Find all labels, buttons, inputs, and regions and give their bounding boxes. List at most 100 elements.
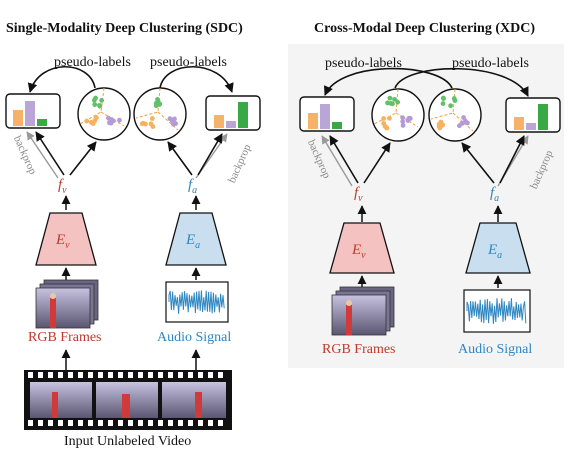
cluster-dot [400,123,406,128]
sdc-backprop-arrow-left [26,131,59,179]
sdc-fa-to-cluster [167,141,193,176]
film-hole [158,420,163,426]
xdc-encoder-visual [329,222,395,274]
xdc-bar-box-left [299,96,355,132]
film-hole [48,420,53,426]
cluster-dot [400,115,406,121]
cluster-dot [452,98,458,103]
film-hole [128,372,133,378]
film-hole [198,420,203,426]
cluster-dot [149,116,155,121]
cluster-dot [400,119,406,124]
sdc-cluster-circle-left [77,87,131,141]
cluster-dot [107,120,112,126]
film-hole [138,420,143,426]
film-hole [148,420,153,426]
film-hole [138,372,143,378]
film-hole [68,420,73,426]
cluster-dot [381,116,387,121]
sdc-feature-fa: fa [188,177,198,196]
sdc-encoder-audio-label: Ea [186,232,201,251]
film-hole [178,372,183,378]
sdc-pseudo-label-left: pseudo-labels [54,55,131,70]
film-hole [98,420,103,426]
film-hole [148,372,153,378]
cluster-dot [387,115,392,121]
cluster-dot [448,103,454,109]
cluster-dot [171,121,176,127]
cluster-dot [405,118,411,123]
film-hole [168,372,173,378]
film-hole [158,372,163,378]
xdc-audio-waveform [466,298,527,324]
film-hole [218,420,223,426]
xdc-bar-box-right [505,97,561,133]
cluster-dot [387,95,393,101]
cluster-dot [97,103,102,108]
cluster-dot [92,102,98,107]
cluster-dot [392,96,397,102]
sdc-fa-to-bars [197,133,223,176]
cluster-dot [140,120,146,126]
cluster-dot [155,97,160,102]
xdc-pseudo-label-left: pseudo-labels [325,56,402,71]
sdc-feature-fv: fv [58,177,67,196]
sdc-input-video-filmstrip [24,370,232,430]
film-hole [128,420,133,426]
sdc-pseudo-arc-left [27,66,96,93]
sdc-bar-box-right [205,95,261,131]
sdc-rgb-frames-image [35,279,99,329]
film-hole [98,372,103,378]
input-video-label: Input Unlabeled Video [64,434,192,449]
xdc-rgb-frames-label: RGB Frames [322,342,396,357]
cluster-dot [117,117,122,123]
sdc-bar-box-left [5,93,61,129]
cluster-dot [436,124,442,130]
sdc-fv-to-cluster [69,141,97,176]
film-hole [198,372,203,378]
cluster-dot [459,120,465,126]
sdc-dots-left [84,95,122,126]
xdc-encoder-audio [465,222,531,274]
film-hole [78,420,83,426]
sdc-encoder-audio [165,212,227,266]
film-hole [188,372,193,378]
cluster-dot [93,115,99,121]
sdc-title: Single-Modality Deep Clustering (SDC) [6,21,243,36]
film-hole [118,420,123,426]
cluster-dot [169,118,175,124]
film-hole [208,372,213,378]
film-hole [88,372,93,378]
film-hole [108,420,113,426]
cluster-dot [91,97,97,103]
film-hole [78,372,83,378]
xdc-encoder-visual-label: Ev [352,242,366,261]
xdc-feature-fv: fv [354,185,363,204]
cluster-dot [99,97,105,103]
xdc-dots-right [436,95,470,131]
film-hole [108,372,113,378]
xdc-dots-left [381,95,413,131]
cluster-dot [382,123,388,129]
cluster-dot [463,118,468,124]
sdc-fv-to-bars [35,131,65,176]
sdc-dots-right [139,97,179,129]
cluster-dot [84,118,90,124]
film-hole [48,372,53,378]
sdc-encoder-visual [35,212,97,266]
xdc-rgb-frames-image [331,286,395,336]
sdc-rgb-frames-label: RGB Frames [28,330,102,345]
cluster-dot [395,99,401,105]
xdc-pseudo-arc-left [324,67,453,96]
sdc-cluster-circle-right [133,87,187,141]
film-hole [28,420,33,426]
film-hole [178,420,183,426]
film-hole [38,372,43,378]
film-hole [168,420,173,426]
cluster-dot [385,100,390,106]
film-hole [208,420,213,426]
sdc-pseudo-arc-right [159,66,234,93]
film-hole [188,420,193,426]
